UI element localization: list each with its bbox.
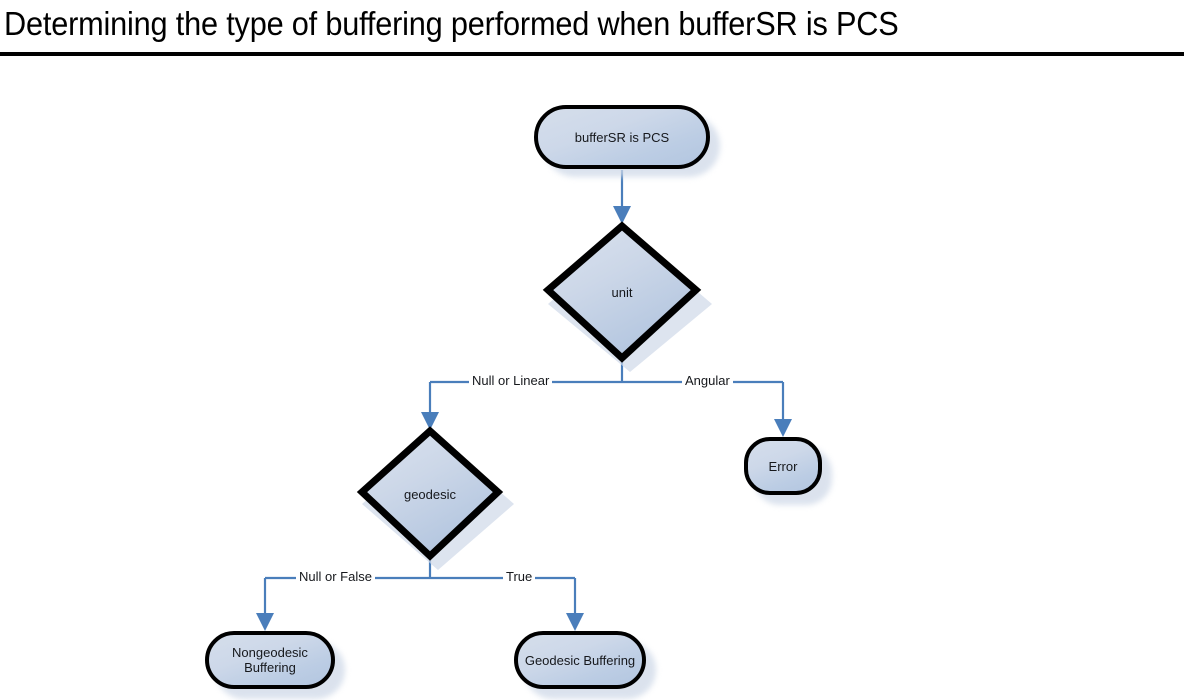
node-unit[interactable]: unit	[540, 218, 712, 372]
edge-label-true: True	[503, 569, 536, 584]
node-geodesic-buffering-label: Geodesic Buffering	[524, 652, 636, 668]
node-nongeodesic-label-line2: Buffering	[244, 660, 296, 675]
edge-label-angular-text: Angular	[685, 373, 730, 388]
edge-label-angular: Angular	[682, 374, 733, 388]
edge-label-null-or-linear: Null or Linear	[469, 373, 553, 388]
node-nongeodesic-buffering[interactable]: Nongeodesic Buffering	[205, 631, 335, 689]
node-start-label: bufferSR is PCS	[574, 129, 670, 145]
page-title-bar: Determining the type of buffering perfor…	[0, 0, 1184, 56]
edge-geodesic-to-geodesic-buffering	[566, 578, 584, 631]
page-title: Determining the type of buffering perfor…	[4, 5, 899, 42]
node-start[interactable]: bufferSR is PCS	[534, 105, 710, 169]
edge-label-null-or-false: Null or False	[296, 570, 375, 584]
edge-geodesic-to-nongeodesic	[256, 578, 274, 631]
node-nongeodesic-label-line1: Nongeodesic	[232, 645, 308, 660]
node-error-label: Error	[768, 458, 798, 474]
edge-label-true-text: True	[506, 569, 533, 584]
edge-unit-to-error	[774, 382, 792, 437]
edge-unit-to-geodesic	[421, 382, 439, 430]
node-geodesic-buffering[interactable]: Geodesic Buffering	[514, 631, 646, 689]
node-geodesic[interactable]: geodesic	[352, 424, 514, 570]
edge-label-null-or-false-text: Null or False	[299, 569, 372, 584]
node-error[interactable]: Error	[744, 437, 822, 495]
edge-label-null-or-linear-text: Null or Linear	[472, 373, 550, 388]
edge-start-to-unit	[613, 170, 631, 224]
